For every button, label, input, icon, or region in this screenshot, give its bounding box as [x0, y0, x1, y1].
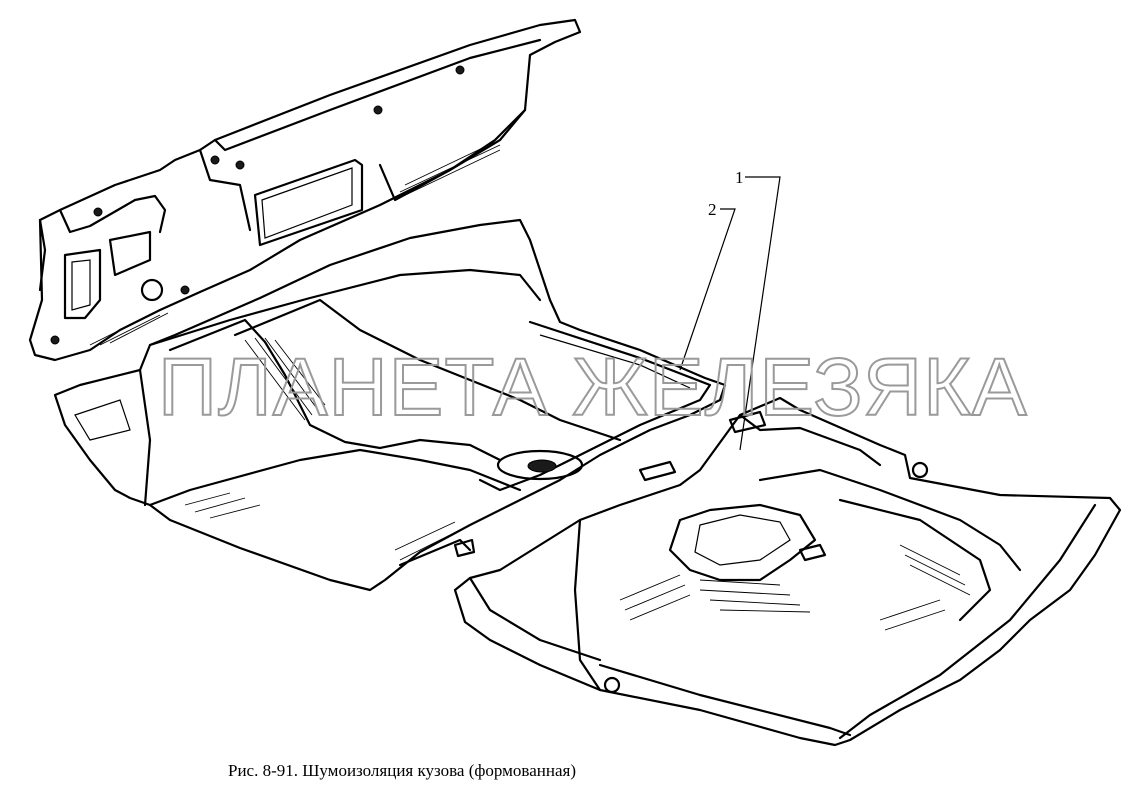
- callout-1-leader: [739, 176, 781, 451]
- callout-1-label: 1: [735, 168, 744, 187]
- figure-caption: Рис. 8-91. Шумоизоляция кузова (формован…: [228, 761, 576, 780]
- rear-floor-insulation: [453, 396, 1122, 747]
- watermark-text: ПЛАНЕТА ЖЕЛЕЗЯКА: [158, 342, 1028, 433]
- callout-2-leader: [679, 208, 736, 371]
- front-floor-insulation: [53, 218, 727, 592]
- front-panel-insulation: [28, 18, 582, 362]
- callout-2-label: 2: [708, 200, 717, 219]
